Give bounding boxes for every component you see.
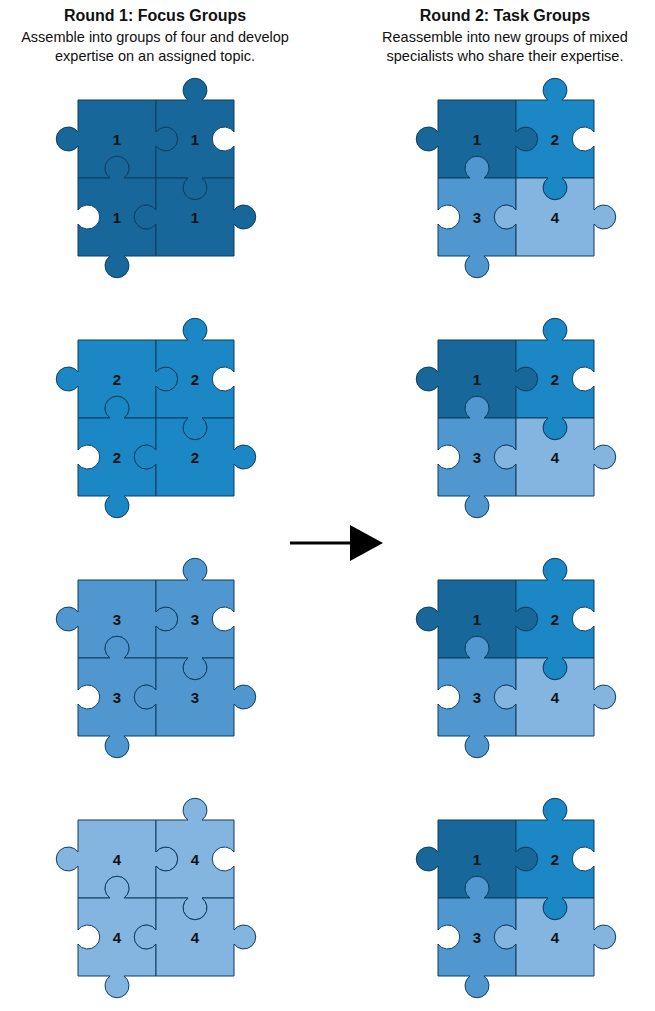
piece-number: 1 [438, 580, 516, 658]
piece-number: 3 [438, 898, 516, 976]
piece-shape [494, 178, 615, 256]
piece-number: 2 [516, 580, 594, 658]
piece-number: 3 [438, 178, 516, 256]
piece-number: 1 [438, 340, 516, 418]
piece-number: 2 [156, 340, 234, 418]
piece-number: 3 [156, 658, 234, 736]
puzzle-piece: 4 [490, 392, 620, 522]
piece-number: 3 [438, 658, 516, 736]
piece-number: 4 [156, 820, 234, 898]
piece-number: 4 [516, 898, 594, 976]
piece-number: 3 [156, 580, 234, 658]
piece-number: 1 [438, 820, 516, 898]
piece-number: 3 [438, 418, 516, 496]
puzzle-piece: 1 [130, 152, 260, 282]
piece-shape [494, 658, 615, 736]
piece-number: 1 [438, 100, 516, 178]
puzzle-piece: 4 [490, 872, 620, 1002]
piece-number: 4 [516, 418, 594, 496]
round-description: Assemble into groups of four and develop… [10, 28, 300, 66]
piece-number: 4 [156, 898, 234, 976]
piece-number: 2 [516, 100, 594, 178]
puzzle-piece: 4 [490, 632, 620, 762]
piece-number: 4 [516, 658, 594, 736]
round-heading: Round 2: Task Groups [360, 6, 650, 25]
puzzle-piece: 4 [130, 872, 260, 1002]
puzzle-piece: 2 [130, 392, 260, 522]
puzzle-piece: 4 [490, 152, 620, 282]
piece-number: 3 [78, 580, 156, 658]
puzzle-piece: 3 [130, 632, 260, 762]
piece-number: 2 [516, 340, 594, 418]
piece-number: 1 [156, 100, 234, 178]
piece-number: 3 [78, 658, 156, 736]
transition-arrow-head [350, 525, 383, 561]
piece-number: 4 [516, 178, 594, 256]
piece-shape [494, 898, 615, 976]
piece-number: 2 [156, 418, 234, 496]
piece-shape [494, 418, 615, 496]
piece-number: 1 [156, 178, 234, 256]
piece-number: 4 [78, 898, 156, 976]
piece-shape [134, 898, 255, 976]
piece-number: 2 [78, 418, 156, 496]
piece-number: 1 [78, 100, 156, 178]
piece-shape [134, 178, 255, 256]
piece-number: 1 [78, 178, 156, 256]
round-description: Reassemble into new groups of mixed spec… [360, 28, 650, 66]
piece-number: 2 [78, 340, 156, 418]
piece-number: 2 [516, 820, 594, 898]
round-heading: Round 1: Focus Groups [10, 6, 300, 25]
piece-shape [134, 418, 255, 496]
piece-shape [134, 658, 255, 736]
piece-number: 4 [78, 820, 156, 898]
transition-arrow-shaft [290, 542, 354, 545]
